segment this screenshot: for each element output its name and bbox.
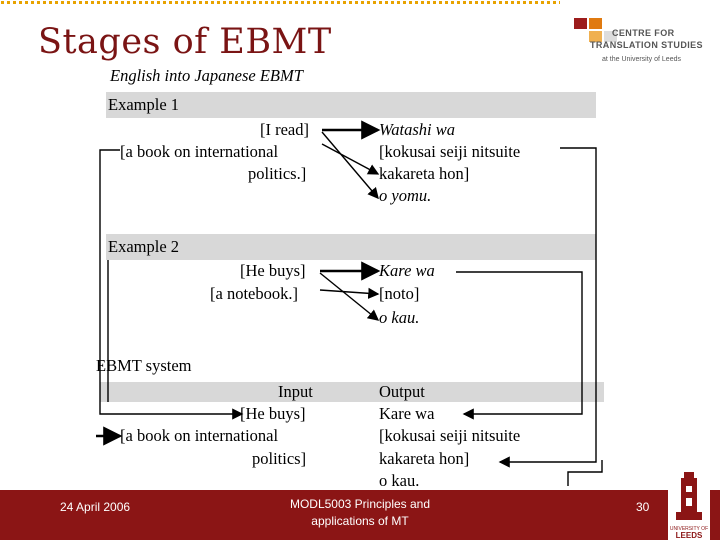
ex1-ja-4: o yomu. (379, 186, 432, 205)
output-2: [kokusai seiji nitsuite (379, 426, 521, 445)
input-1: [He buys] (240, 404, 306, 423)
slide-title: Stages of EBMT (38, 22, 332, 62)
input-3: politics] (252, 449, 307, 468)
ex2-arrow-kau (319, 272, 380, 321)
ebmt-diagram: English into Japanese EBMT Example 1 [I … (92, 62, 612, 490)
ex1-arrow-hon (321, 143, 380, 175)
ex2-ja-2: [noto] (379, 284, 420, 303)
ex2-ja-1: Kare wa (379, 261, 435, 280)
cts-logo-mark (574, 18, 617, 42)
footer-course-line-1: MODL5003 Principles and (289, 497, 431, 511)
page-number: 30 (636, 500, 650, 514)
ex2-arrow-noto (319, 287, 380, 299)
diagram-heading: English into Japanese EBMT (110, 66, 303, 85)
diagram-arrows (96, 120, 603, 486)
output-1: Kare wa (379, 404, 435, 423)
input-label: Input (278, 382, 313, 401)
cts-logo: CENTRE FOR TRANSLATION STUDIES at the Un… (566, 14, 716, 70)
logo-line-3: at the University of Leeds (602, 56, 681, 63)
output-3: kakareta hon] (379, 449, 470, 468)
ex1-en-3: politics.] (248, 164, 307, 183)
output-label: Output (379, 382, 425, 401)
svg-text:LEEDS: LEEDS (676, 531, 703, 540)
footer-course-line-2: applications of MT (311, 514, 409, 528)
output-kau-line (567, 460, 603, 486)
logo-line-1: CENTRE FOR (612, 28, 675, 38)
footer-course: MODL5003 Principles and applications of … (250, 496, 470, 530)
leeds-tower-icon: UNIVERSITY OF LEEDS (668, 468, 710, 540)
ex1-ja-2: [kokusai seiji nitsuite (379, 142, 521, 161)
example2-label: Example 2 (108, 237, 180, 256)
ex1-ja-1: Watashi wa (379, 120, 455, 139)
ex1-en-2: [a book on international (120, 142, 279, 161)
leeds-logo: UNIVERSITY OF LEEDS (668, 468, 710, 540)
system-band (100, 382, 604, 402)
output-4: o kau. (379, 471, 420, 490)
example1-label: Example 1 (108, 95, 180, 114)
ex2-en-1: [He buys] (240, 261, 306, 280)
logo-line-2: TRANSLATION STUDIES (590, 40, 703, 50)
decorative-dot-border (0, 0, 560, 6)
ex1-to-input-line (99, 149, 244, 420)
svg-text:UNIVERSITY OF: UNIVERSITY OF (670, 526, 708, 532)
ex1-arrow-yomu (321, 131, 379, 200)
ex2-en-2: [a notebook.] (210, 284, 298, 303)
output-hon-arrow (498, 440, 597, 468)
input-2: [a book on international (120, 426, 279, 445)
footer-date: 24 April 2006 (60, 500, 131, 514)
ex1-en-1: [I read] (260, 120, 310, 139)
example2-band (106, 234, 596, 260)
ex2-to-output-line (456, 271, 583, 420)
footer-bar: 24 April 2006 MODL5003 Principles and ap… (0, 490, 720, 540)
ex2-ja-3: o kau. (379, 308, 420, 327)
example1-band (106, 92, 596, 118)
ex1-ja-3: kakareta hon] (379, 164, 470, 183)
system-label: EBMT system (96, 356, 192, 375)
ex1-to-output-line (560, 147, 597, 440)
